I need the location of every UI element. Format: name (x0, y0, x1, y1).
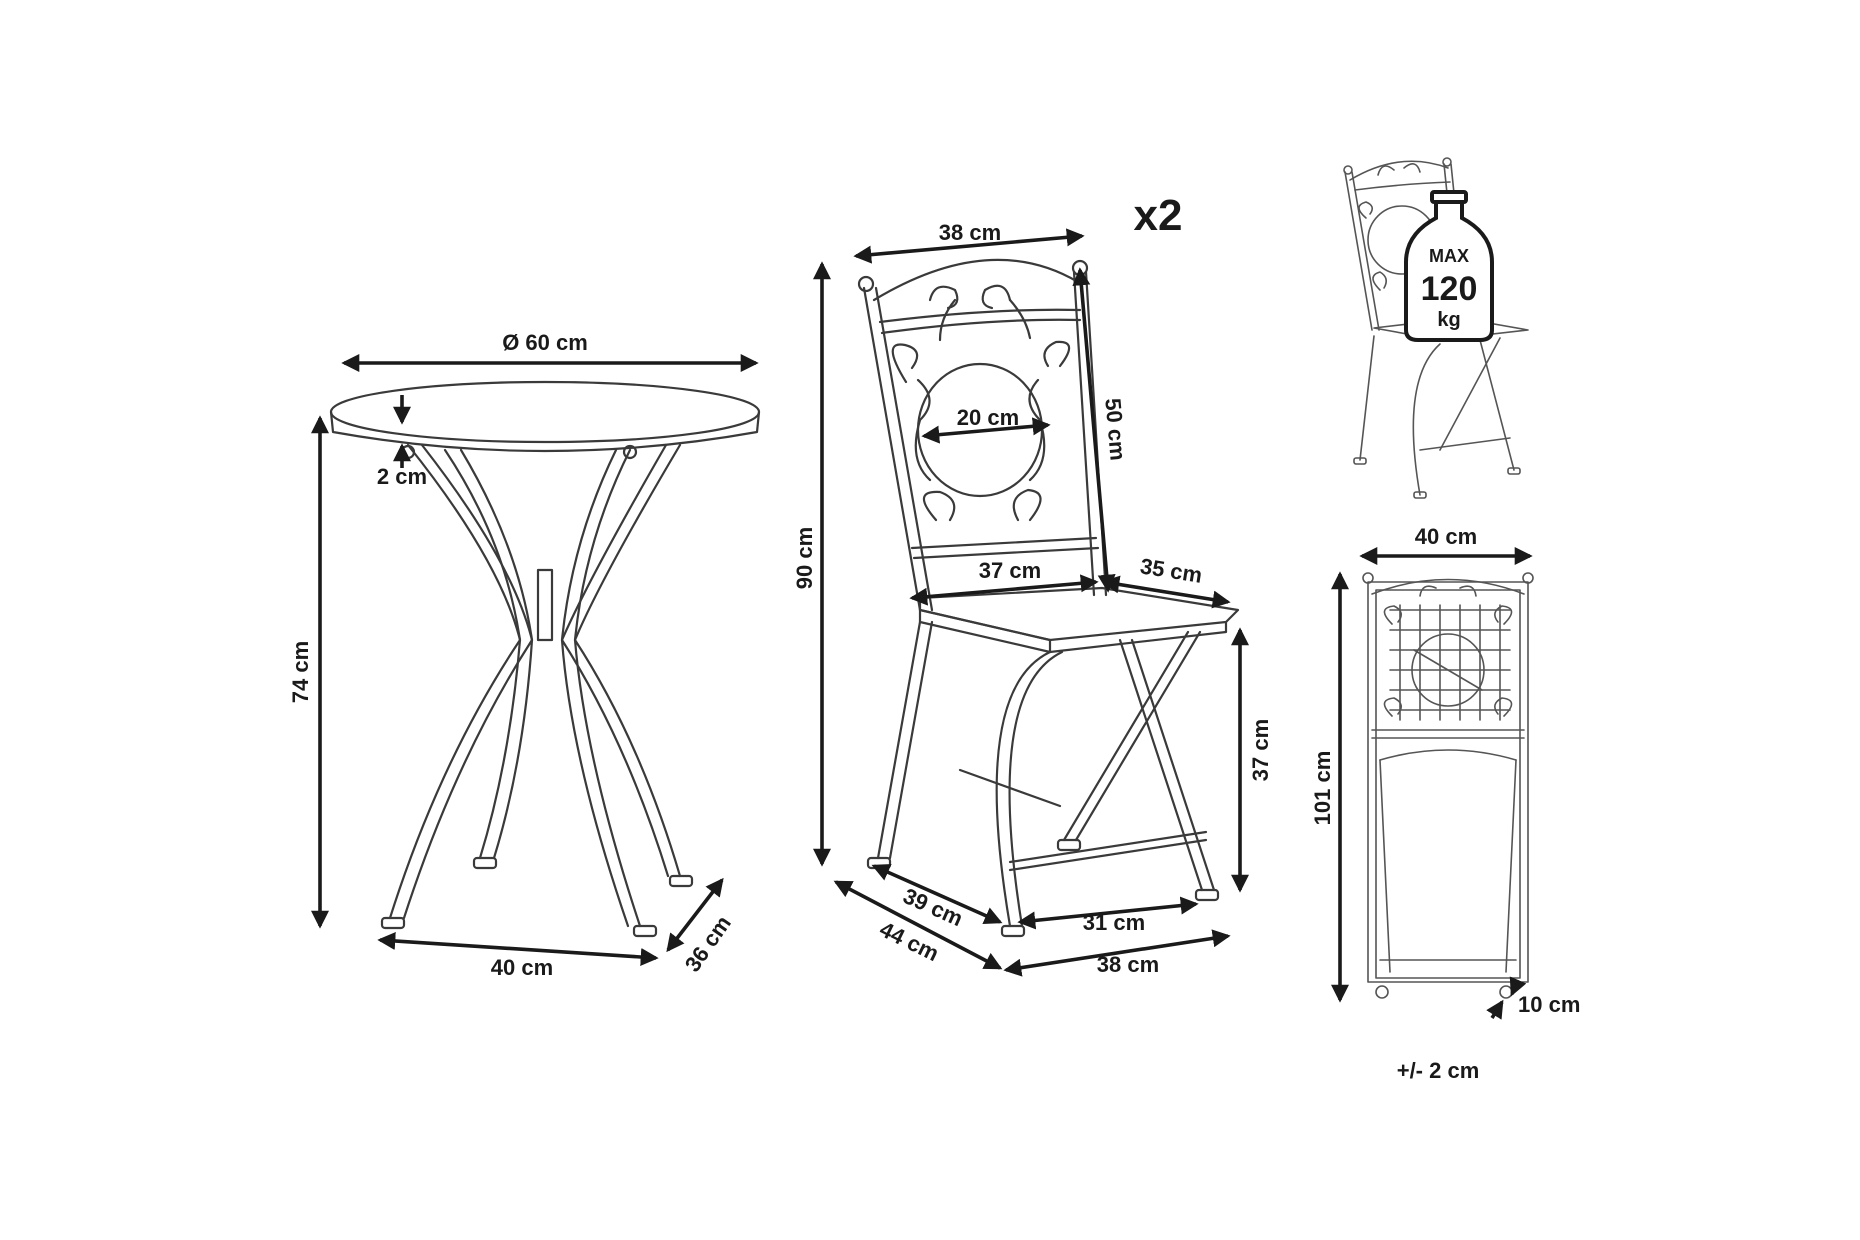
table-top-thickness-label: 2 cm (377, 464, 427, 489)
weight-bottle-icon: MAX 120 kg (1404, 190, 1494, 342)
table-dimensions: Ø 60 cm 2 cm 74 cm 40 cm 36 cm (288, 330, 759, 980)
chair-total-height-label: 90 cm (792, 527, 817, 589)
table-base-width-label: 40 cm (491, 955, 553, 980)
chair-seat-depth-label: 35 cm (1138, 553, 1204, 587)
folded-height-label: 101 cm (1310, 751, 1335, 826)
table-diameter-label: Ø 60 cm (502, 330, 588, 355)
tolerance-note: +/- 2 cm (1397, 1058, 1480, 1083)
table-base-depth-label: 36 cm (680, 911, 736, 976)
chair-drawing (857, 258, 1240, 938)
folded-width-label: 40 cm (1415, 524, 1477, 549)
chair-seat-height-label: 37 cm (1248, 719, 1273, 781)
chair-back-height-label: 50 cm (1100, 397, 1130, 461)
load-max-label: MAX (1429, 246, 1469, 266)
chair-leg-depth-outer-label: 44 cm (876, 916, 943, 966)
chair-leg-width-inner-label: 31 cm (1083, 910, 1145, 935)
folded-chair-drawing (1362, 572, 1534, 999)
chair-seat-width-label: 37 cm (979, 558, 1041, 583)
table-height-label: 74 cm (288, 641, 313, 703)
load-value: 120 (1421, 270, 1478, 308)
load-unit: kg (1437, 309, 1460, 331)
chair-mosaic-diameter-label: 20 cm (957, 405, 1019, 430)
chair-leg-width-outer-label: 38 cm (1097, 952, 1159, 977)
folded-depth-label: 10 cm (1518, 992, 1580, 1017)
chair-back-width-label: 38 cm (939, 220, 1001, 245)
chair-dimensions: 38 cm 50 cm 20 cm 90 cm 37 cm 35 cm 37 c… (792, 220, 1273, 977)
quantity-multiplier: x2 (1134, 191, 1183, 240)
chair-leg-depth-inner-label: 39 cm (899, 883, 966, 931)
folded-chair-dimensions: 40 cm 101 cm 10 cm (1310, 524, 1580, 1020)
